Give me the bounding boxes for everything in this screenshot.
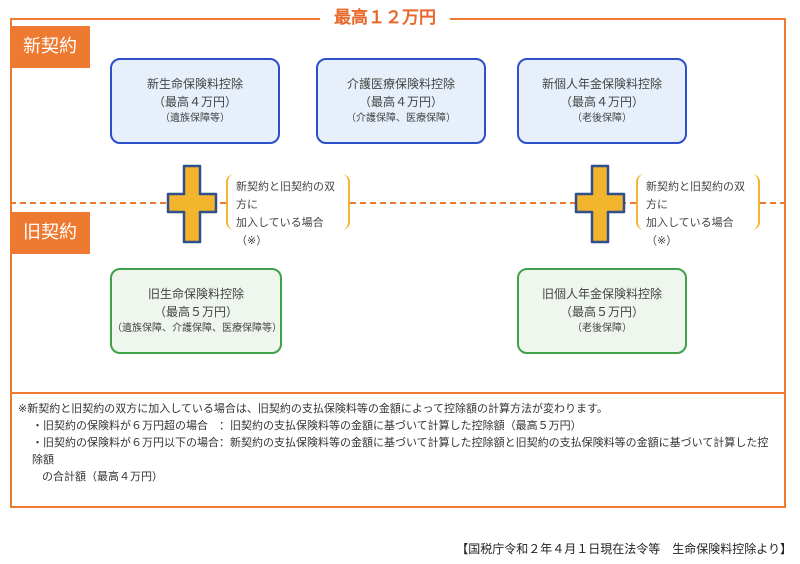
box-max: （最高４万円）	[559, 95, 644, 109]
box-max: （最高５万円）	[153, 305, 238, 319]
box-title: 新個人年金保険料控除	[541, 77, 662, 91]
box-max: （最高４万円）	[358, 95, 443, 109]
note-line: 新契約と旧契約の双方に	[236, 180, 335, 211]
box-title: 介護医療保険料控除	[346, 77, 455, 91]
box-max: （最高４万円）	[152, 95, 237, 109]
footnote-divider	[10, 392, 786, 394]
note-line: 新契約と旧契約の双方に	[646, 180, 745, 211]
old-contract-label: 旧契約	[10, 212, 90, 254]
both-contracts-note: 新契約と旧契約の双方に 加入している場合（※）	[636, 174, 760, 247]
old-pension-insurance-box: 旧個人年金保険料控除 （最高５万円） （老後保障）	[517, 268, 687, 354]
note-line: 加入している場合（※）	[646, 216, 734, 247]
footnote-line: の合計額（最高４万円）	[42, 470, 163, 483]
footnote: ※新契約と旧契約の双方に加入している場合は、旧契約の支払保険料等の金額によって控…	[18, 400, 778, 485]
box-note: （老後保障）	[572, 323, 632, 334]
source-citation: 【国税庁令和２年４月１日現在法令等 生命保険料控除より】	[456, 542, 792, 556]
old-life-insurance-box: 旧生命保険料控除 （最高５万円） （遺族保障、介護保障、医療保障等）	[110, 268, 282, 354]
contract-divider-line	[10, 202, 786, 204]
new-pension-insurance-box: 新個人年金保険料控除 （最高４万円） （老後保障）	[517, 58, 687, 144]
max-total-title: 最高１２万円	[320, 4, 450, 32]
footnote-line: ※新契約と旧契約の双方に加入している場合は、旧契約の支払保険料等の金額によって控…	[18, 402, 608, 415]
plus-icon	[166, 164, 218, 244]
box-note: （遺族保障等）	[160, 113, 230, 124]
box-note: （遺族保障、介護保障、医療保障等）	[112, 323, 282, 334]
new-contract-label: 新契約	[10, 26, 90, 68]
box-title: 旧生命保険料控除	[147, 287, 244, 301]
footnote-line: ・旧契約の保険料が６万円以下の場合：新契約の支払保険料等の金額に基づいて計算した…	[32, 436, 769, 466]
box-title: 旧個人年金保険料控除	[541, 287, 662, 301]
nursing-medical-insurance-box: 介護医療保険料控除 （最高４万円） （介護保障、医療保障）	[316, 58, 486, 144]
box-max: （最高５万円）	[559, 305, 644, 319]
box-title: 新生命保険料控除	[146, 77, 243, 91]
note-line: 加入している場合（※）	[236, 216, 324, 247]
plus-icon	[574, 164, 626, 244]
box-note: （老後保障）	[572, 113, 632, 124]
new-life-insurance-box: 新生命保険料控除 （最高４万円） （遺族保障等）	[110, 58, 280, 144]
footnote-line: ・旧契約の保険料が６万円超の場合 ：旧契約の支払保険料等の金額に基づいて計算した…	[32, 419, 582, 432]
box-note: （介護保障、医療保障）	[346, 113, 456, 124]
both-contracts-note: 新契約と旧契約の双方に 加入している場合（※）	[226, 174, 350, 247]
